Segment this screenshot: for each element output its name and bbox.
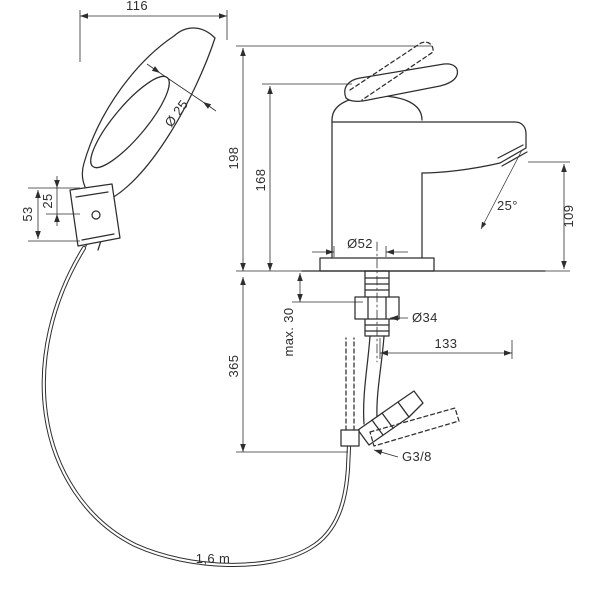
dim-52 [312,246,408,257]
dim-25-degrees-label: 25° [497,198,518,213]
shower-hose [41,245,352,567]
bracket-outline [69,183,121,247]
dim-116-label: 116 [126,0,148,13]
connector-tip-solid [397,390,424,418]
wall-bracket [69,183,121,247]
supply-hose-left [363,335,371,425]
dim-198 [236,45,432,271]
hose-end-fitting [340,429,360,447]
dimension-labels: 116 Ø 25 198 168 53 25 Ø52 25° 109 365 m… [20,0,576,566]
dim-198-label: 198 [226,147,241,170]
aerator-lines [497,144,528,167]
sprayer-outline [81,27,216,204]
dim-max-30 [292,273,363,303]
dim-168-label: 168 [253,169,268,192]
dim-133-label: 133 [435,336,458,351]
dim-25-degrees [480,149,523,230]
bracket-detail [75,191,115,241]
dim-g38 [373,449,399,458]
under-counter-assembly [301,241,546,447]
dim-34-label: Ø34 [412,310,438,325]
dim-53-label: 53 [20,206,35,221]
dim-133 [379,338,513,359]
hose-connection-dashed [345,337,355,431]
dim-109 [528,161,570,272]
dim-52-label: Ø52 [347,236,373,251]
dim-116 [79,10,228,62]
dim-168 [236,83,352,272]
hose-length-label: 1,6 m [196,551,231,566]
dim-365-label: 365 [226,355,241,378]
dim-365 [236,277,348,453]
supply-hose-right [376,335,385,419]
dim-53 [28,187,80,242]
nut-facets [367,296,387,320]
spout-outline [421,121,527,174]
dim-max-30-label: max. 30 [281,307,296,356]
hose-outer [41,245,352,567]
hose-connector-dashed [369,407,460,447]
dim-109-label: 109 [561,205,576,228]
body-sides [331,119,423,259]
body-dome [331,95,423,121]
dim-25-bracket [46,176,80,226]
hose-inner [42,246,351,566]
dim-sprayer-diameter [146,63,217,112]
lever-raised-dashed [349,41,434,101]
bracket-screw [91,210,101,220]
dim-g38-label: G3/8 [402,449,432,464]
dim-25-bracket-label: 25 [40,193,55,208]
